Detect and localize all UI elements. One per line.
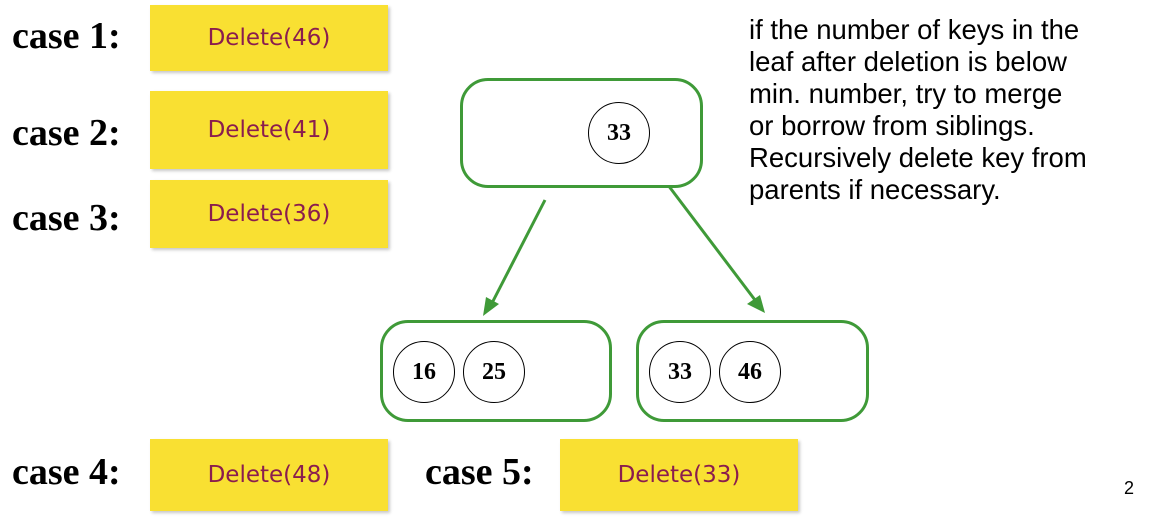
root-node: 33 — [460, 78, 703, 188]
explanation-note: if the number of keys in the leaf after … — [749, 14, 1159, 206]
case-1-label: case 1: — [12, 15, 121, 57]
delete-36-button[interactable]: Delete(36) — [150, 180, 388, 248]
left-leaf-node: 16 25 — [380, 320, 612, 422]
case-2-label: case 2: — [12, 112, 121, 154]
leaf-key-33: 33 — [649, 341, 711, 403]
right-leaf-node: 33 46 — [636, 320, 869, 422]
right-arrowhead — [747, 295, 765, 313]
leaf-key-46: 46 — [719, 341, 781, 403]
delete-46-button[interactable]: Delete(46) — [150, 5, 388, 71]
note-line: Recursively delete key from — [749, 142, 1087, 173]
note-line: if the number of keys in the — [749, 14, 1080, 45]
case-4-label: case 4: — [12, 451, 121, 493]
note-line: parents if necessary. — [749, 174, 1001, 205]
right-child-arrow — [666, 184, 757, 301]
delete-41-button[interactable]: Delete(41) — [150, 91, 388, 169]
root-key-33: 33 — [588, 102, 650, 164]
delete-48-button[interactable]: Delete(48) — [150, 439, 388, 511]
page-number: 2 — [1124, 478, 1135, 498]
left-child-arrow — [489, 199, 547, 306]
delete-33-button[interactable]: Delete(33) — [560, 439, 798, 511]
leaf-key-25: 25 — [463, 341, 525, 403]
case-3-label: case 3: — [12, 197, 121, 239]
leaf-key-16: 16 — [393, 341, 455, 403]
case-5-label: case 5: — [425, 451, 534, 493]
note-line: min. number, try to merge — [749, 78, 1063, 109]
note-line: leaf after deletion is below — [749, 46, 1067, 77]
left-arrowhead — [483, 297, 499, 316]
note-line: or borrow from siblings. — [749, 110, 1035, 141]
